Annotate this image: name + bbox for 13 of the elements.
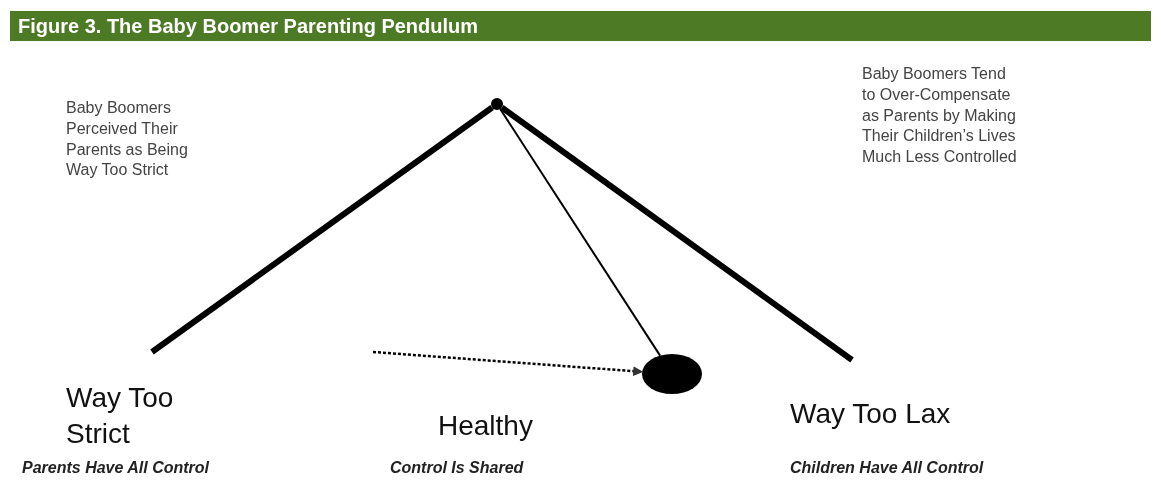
control-caption: Control Is Shared [390, 458, 525, 478]
pendulum-string [499, 108, 662, 357]
position-label: Way Too Lax [790, 397, 952, 431]
pendulum-arm [500, 105, 854, 363]
title-bar: Figure 3. The Baby Boomer Parenting Pendulum [10, 11, 1151, 41]
pendulum-arm [150, 105, 494, 355]
position-label: Way Too Strict [66, 381, 175, 452]
control-caption: Children Have All Control [790, 458, 985, 478]
position-label: Healthy [438, 409, 534, 443]
dotted-arrow [372, 350, 644, 377]
control-caption: Parents Have All Control [22, 458, 211, 478]
note-text: Baby Boomers Tend to Over-Compensate as Parents by Making Their Children’s Lives Much Less Controlled [862, 64, 1018, 168]
note-text: Baby Boomers Perceived Their Parents as Being Way Too Strict [66, 98, 189, 181]
